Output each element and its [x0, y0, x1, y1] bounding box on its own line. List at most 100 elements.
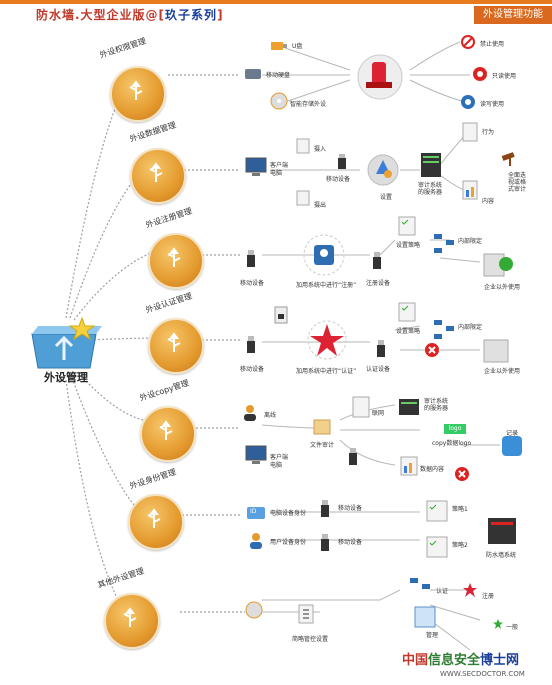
usb-stick-icon [247, 336, 255, 353]
auth-flow-label: 加用系统中进行“认证” [296, 368, 357, 375]
cd-label: 智能存储外设 [290, 101, 327, 108]
usb-stick-icon [373, 252, 381, 269]
chart-doc-icon [462, 180, 478, 200]
small-star-icon [493, 619, 503, 629]
deny-icon [455, 467, 469, 481]
usb-symbol-icon [129, 80, 143, 100]
file-audit-icon [313, 419, 331, 435]
copy-server-label: 的服务器 [424, 405, 449, 412]
copy-logo-label: copy数据logo [432, 440, 472, 447]
usb-label: U盘 [292, 43, 303, 50]
auth-device-certified-label: 认证设备 [366, 366, 391, 373]
copy-client-label: 客户端 [270, 454, 289, 461]
lock-doc-icon [274, 306, 288, 324]
computer-icon [245, 445, 267, 464]
settings-gear-icon [367, 154, 399, 186]
copy-computer-label: 电脑 [270, 462, 283, 469]
usb-cd-icon [245, 601, 263, 619]
reg-enterprise-label: 企业以外使用 [484, 284, 521, 291]
cd-icon [270, 92, 288, 110]
header-title: 防水墙.大型企业版@[玖子系列] [36, 8, 224, 22]
usb-symbol-icon [149, 162, 163, 182]
usb-symbol-icon [147, 508, 161, 528]
ident-device-b-label: 移动设备 [338, 539, 363, 546]
star-icon [463, 583, 477, 597]
checklist-icon [426, 536, 448, 558]
auth-in-control-label: 内部限定 [458, 324, 483, 331]
ident-strategy1-label: 策略1 [452, 506, 468, 513]
network-tree-icon [434, 234, 454, 253]
network-tree-icon [434, 320, 454, 339]
building-icon [483, 339, 509, 363]
readwrite-label: 读写使用 [480, 101, 505, 108]
reg-flow-label: 加用系统中进行“注册” [296, 282, 357, 289]
usb-symbol-icon [167, 247, 181, 267]
usb-stick-icon [247, 250, 255, 267]
usb-stick-icon [349, 448, 357, 465]
copy-record-label: 记录 [506, 430, 519, 437]
hard-disk-icon [245, 69, 261, 79]
hub-label: 外设管理 [44, 371, 88, 384]
user-icon [250, 533, 262, 549]
usb-symbol-icon [123, 607, 137, 627]
ident-firewall-label: 防水墙系统 [486, 552, 517, 559]
eye-icon [473, 67, 487, 81]
copy-network-label: 联网 [372, 410, 385, 417]
settings-doc-icon [298, 604, 314, 624]
ident-strategy2-label: 策略2 [452, 542, 468, 549]
copy-file-audit-label: 文件审计 [310, 442, 335, 449]
doc-stack-icon [462, 122, 478, 142]
auth-enterprise-label: 企业以外使用 [484, 368, 521, 375]
data-full-audit-1: 全面迭 [508, 172, 527, 179]
network-tree-icon [410, 578, 430, 589]
usb-stick-icon [338, 154, 346, 169]
usb-drive-icon [271, 42, 287, 50]
readonly-label: 只读使用 [492, 73, 517, 80]
server-icon [421, 153, 441, 177]
building-icon [483, 253, 513, 277]
data-full-audit-3: 式审计 [508, 186, 527, 193]
usb-stick-icon [321, 500, 329, 517]
record-icon [502, 436, 522, 456]
user-icon [244, 405, 256, 421]
usb-stick-icon [377, 340, 385, 357]
data-content-label: 内容 [482, 198, 495, 205]
computer-icon [245, 157, 267, 176]
document-icon [296, 190, 310, 206]
forbid-icon [461, 35, 475, 49]
document-icon [352, 396, 370, 418]
gavel-icon [501, 152, 515, 166]
ident-elec-label: 电脑设备身份 [270, 510, 307, 517]
logo-badge: logo [444, 424, 466, 434]
stamp-gear-icon [357, 54, 403, 100]
auth-policy-label: 设置策略 [396, 328, 421, 335]
data-device-label: 移动设备 [326, 176, 351, 183]
id-card-icon [247, 507, 265, 519]
data-audit-label: 审计系统 [418, 182, 443, 189]
server-icon [399, 399, 419, 415]
id-card-text: ID [250, 508, 257, 515]
data-in-label: 摄入 [314, 146, 327, 153]
deny-icon [425, 343, 439, 357]
copy-offline-label: 离线 [264, 412, 277, 419]
other-normal-label: 一般 [506, 624, 519, 631]
server-rack-icon [488, 518, 516, 544]
edit-eye-icon [461, 95, 475, 109]
data-behavior-label: 行为 [482, 129, 495, 136]
checklist-icon [398, 302, 416, 322]
reg-device-label: 移动设备 [240, 280, 265, 287]
forbid-label: 禁止使用 [480, 41, 505, 48]
data-client-label: 客户端 [270, 162, 289, 169]
data-out-label: 摄出 [314, 202, 327, 209]
chart-doc-icon [400, 456, 418, 476]
data-server-label: 的服务器 [418, 189, 443, 196]
other-auth-label: 认证 [436, 588, 449, 595]
reg-device-registered-label: 注册设备 [366, 280, 391, 287]
feature-badge: 外设管理功能 [474, 6, 552, 24]
other-manage-label: 管理 [426, 632, 439, 639]
copy-audit-label: 审计系统 [424, 398, 449, 405]
usb-symbol-icon [159, 420, 173, 440]
reg-policy-label: 设置策略 [396, 242, 421, 249]
data-computer-label: 电脑 [270, 170, 283, 177]
data-setting-label: 设置 [380, 194, 393, 201]
